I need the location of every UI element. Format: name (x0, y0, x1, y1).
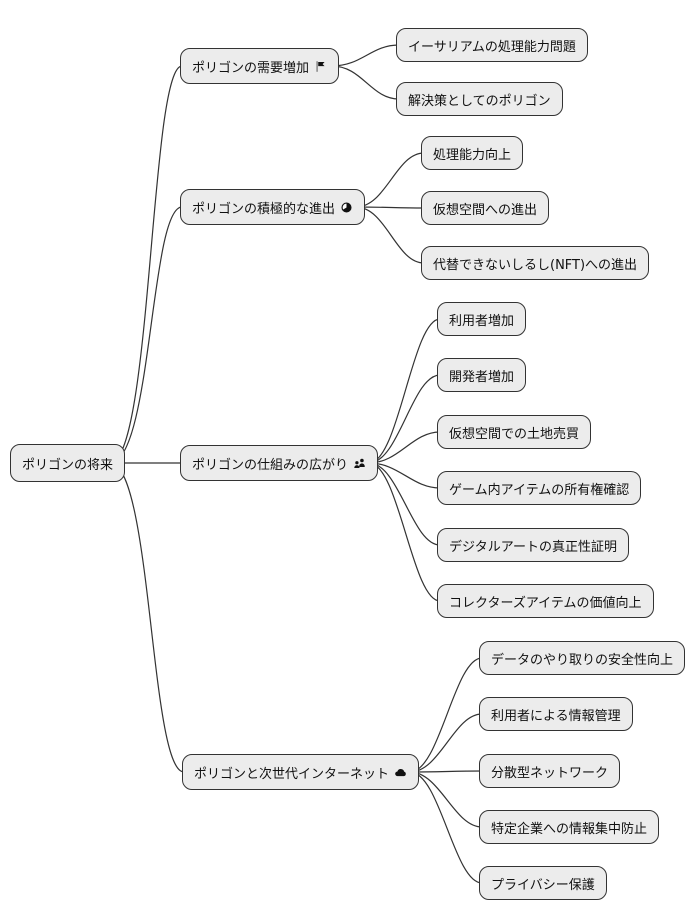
node-label: 仮想空間への進出 (433, 202, 538, 218)
edge-branch4-child2 (409, 713, 483, 773)
node-label: ポリゴンの将来 (22, 457, 114, 473)
edge-branch1-child1 (331, 44, 400, 67)
node-label: プライバシー保護 (491, 877, 595, 893)
node-label: 利用者増加 (449, 313, 515, 329)
mindmap-leaf: 特定企業への情報集中防止 (479, 810, 660, 844)
mindmap-root-node: ポリゴンの将来 (10, 444, 126, 482)
edge-branch3-child2 (368, 374, 441, 464)
mindmap-leaf: 開発者増加 (437, 358, 527, 392)
edge-branch4-child5 (409, 771, 483, 884)
edge-branch3-child1 (368, 318, 441, 464)
edge-root-branch4 (109, 462, 185, 773)
mindmap-branch-active-expansion: ポリゴンの積極的な進出 (180, 189, 366, 225)
mindmap-leaf: 仮想空間への進出 (421, 191, 550, 225)
node-label: コレクターズアイテムの価値向上 (449, 595, 642, 611)
node-label: ポリゴンの需要増加 (192, 60, 310, 76)
flag-icon (314, 60, 327, 73)
mindmap-leaf: 利用者による情報管理 (479, 697, 633, 731)
mindmap-branch-next-gen-internet: ポリゴンと次世代インターネット (182, 754, 420, 790)
edge-branch3-child5 (368, 462, 441, 546)
node-label: ポリゴンの積極的な進出 (192, 201, 336, 217)
edge-branch4-child4 (409, 771, 483, 828)
edge-branch2-child3 (355, 206, 425, 264)
node-label: 仮想空間での土地売買 (449, 426, 580, 442)
users-icon (353, 457, 366, 470)
node-label: 処理能力向上 (433, 147, 512, 163)
mindmap-leaf: 分散型ネットワーク (479, 754, 621, 788)
node-label: 特定企業への情報集中防止 (491, 821, 648, 837)
mindmap-leaf: データのやり取りの安全性向上 (479, 641, 686, 675)
edge-branch2-child2 (355, 206, 425, 209)
mindmap-leaf: 仮想空間での土地売買 (437, 415, 592, 449)
edge-root-branch1 (109, 65, 183, 464)
node-label: 解決策としてのポリゴン (408, 93, 551, 109)
mindmap-leaf: 処理能力向上 (421, 136, 524, 170)
mindmap-leaf: プライバシー保護 (479, 866, 607, 900)
node-label: ポリゴンの仕組みの広がり (192, 457, 349, 473)
edge-branch1-child2 (331, 65, 400, 100)
mindmap-branch-mechanism-spread: ポリゴンの仕組みの広がり (180, 445, 379, 481)
mindmap-leaf: ゲーム内アイテムの所有権確認 (437, 471, 642, 505)
node-label: ポリゴンと次世代インターネット (194, 766, 390, 782)
node-label: デジタルアートの真正性証明 (449, 539, 617, 555)
edge-branch3-child6 (368, 462, 441, 602)
node-label: イーサリアムの処理能力問題 (408, 39, 576, 55)
node-label: 開発者増加 (449, 369, 515, 385)
edge-branch2-child1 (355, 152, 425, 208)
edge-root-branch2 (109, 206, 183, 464)
mindmap-leaf: 代替できないしるし(NFT)への進出 (421, 246, 650, 280)
node-label: 代替できないしるし(NFT)への進出 (433, 257, 638, 273)
node-label: 利用者による情報管理 (491, 708, 621, 724)
mindmap-branch-demand-growth: ポリゴンの需要増加 (180, 48, 340, 84)
clock-icon (340, 201, 353, 214)
mindmap-leaf: デジタルアートの真正性証明 (437, 528, 629, 562)
mindmap-leaf: 利用者増加 (437, 302, 527, 336)
node-label: ゲーム内アイテムの所有権確認 (449, 482, 630, 498)
node-label: データのやり取りの安全性向上 (491, 652, 674, 668)
cloud-icon (394, 766, 407, 779)
node-label: 分散型ネットワーク (491, 765, 609, 781)
mindmap-leaf: イーサリアムの処理能力問題 (396, 28, 588, 62)
edge-branch4-child1 (409, 657, 483, 773)
mindmap-leaf: コレクターズアイテムの価値向上 (437, 584, 654, 618)
edge-branch4-child3 (409, 770, 483, 773)
mindmap-leaf: 解決策としてのポリゴン (396, 82, 563, 116)
